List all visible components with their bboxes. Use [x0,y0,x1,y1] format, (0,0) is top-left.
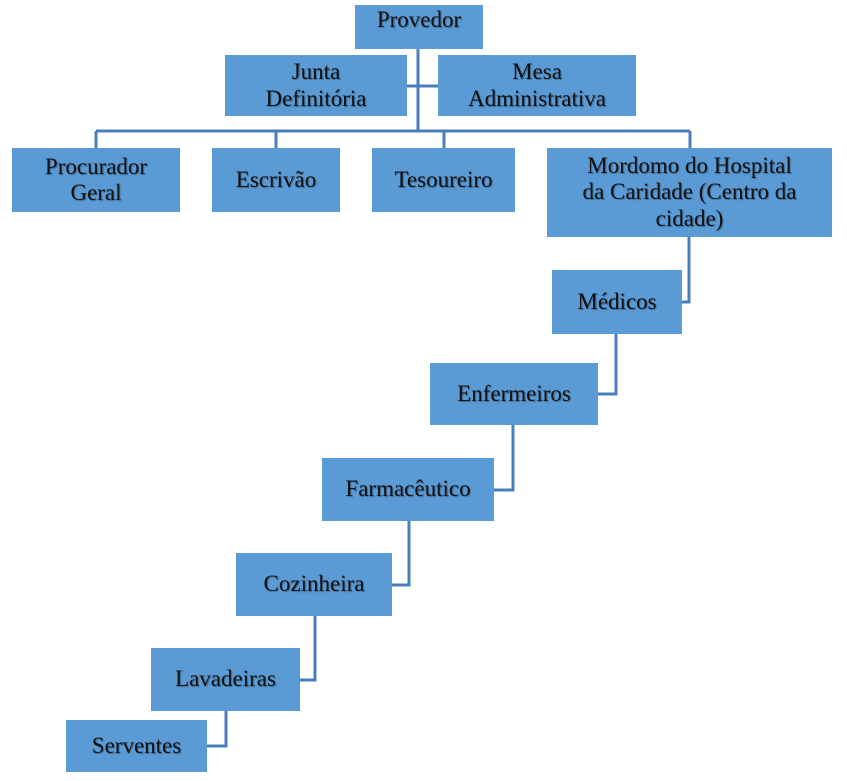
node-escrivao: Escrivão [212,148,340,212]
connector-farmaceutico-cozinheira [392,521,411,587]
node-provedor: Provedor [355,5,483,49]
connector-enfermeiros-farmaceutico [494,425,515,492]
node-tesoureiro: Tesoureiro [372,148,515,212]
node-cozinheira: Cozinheira [236,553,392,616]
node-medicos: Médicos [552,270,682,334]
node-lavadeiras: Lavadeiras [151,648,300,711]
node-farmaceutico: Farmacêutico [322,458,494,521]
connector-cozinheira-lavadeiras [300,616,317,682]
connector-medicos-enfermeiros [598,334,618,396]
connector-mordomo-medicos [682,237,691,304]
node-mordomo-hospital: Mordomo do Hospital da Caridade (Centro … [547,148,832,237]
node-procurador-geral: Procurador Geral [12,148,180,212]
node-mesa-administrativa: Mesa Administrativa [438,55,636,116]
node-enfermeiros: Enfermeiros [430,363,598,425]
connector-lavadeiras-serventes [207,711,228,748]
node-junta-definitoria: Junta Definitória [225,55,407,116]
node-serventes: Serventes [66,720,207,772]
